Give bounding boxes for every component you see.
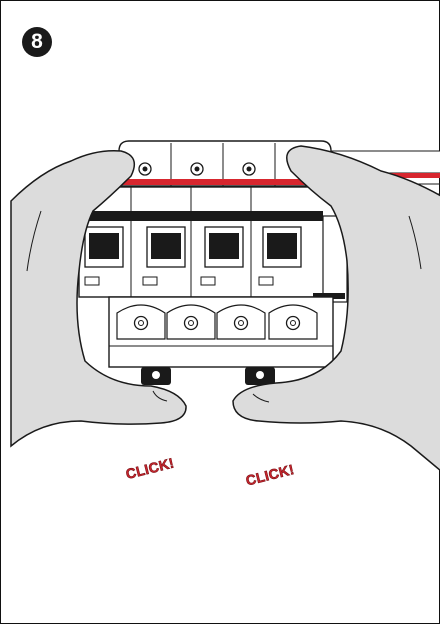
bottom-terminal-screws xyxy=(116,304,318,340)
step-number: 8 xyxy=(31,30,43,53)
right-hand xyxy=(232,145,440,472)
click-label-left: CLICK! xyxy=(124,455,176,482)
circuit-breaker xyxy=(78,140,348,385)
click-label-right: CLICK! xyxy=(244,461,296,488)
din-clips xyxy=(141,367,275,385)
step-number-badge: 8 xyxy=(22,27,52,57)
toggle-levers xyxy=(84,226,302,268)
left-hand xyxy=(10,149,187,448)
